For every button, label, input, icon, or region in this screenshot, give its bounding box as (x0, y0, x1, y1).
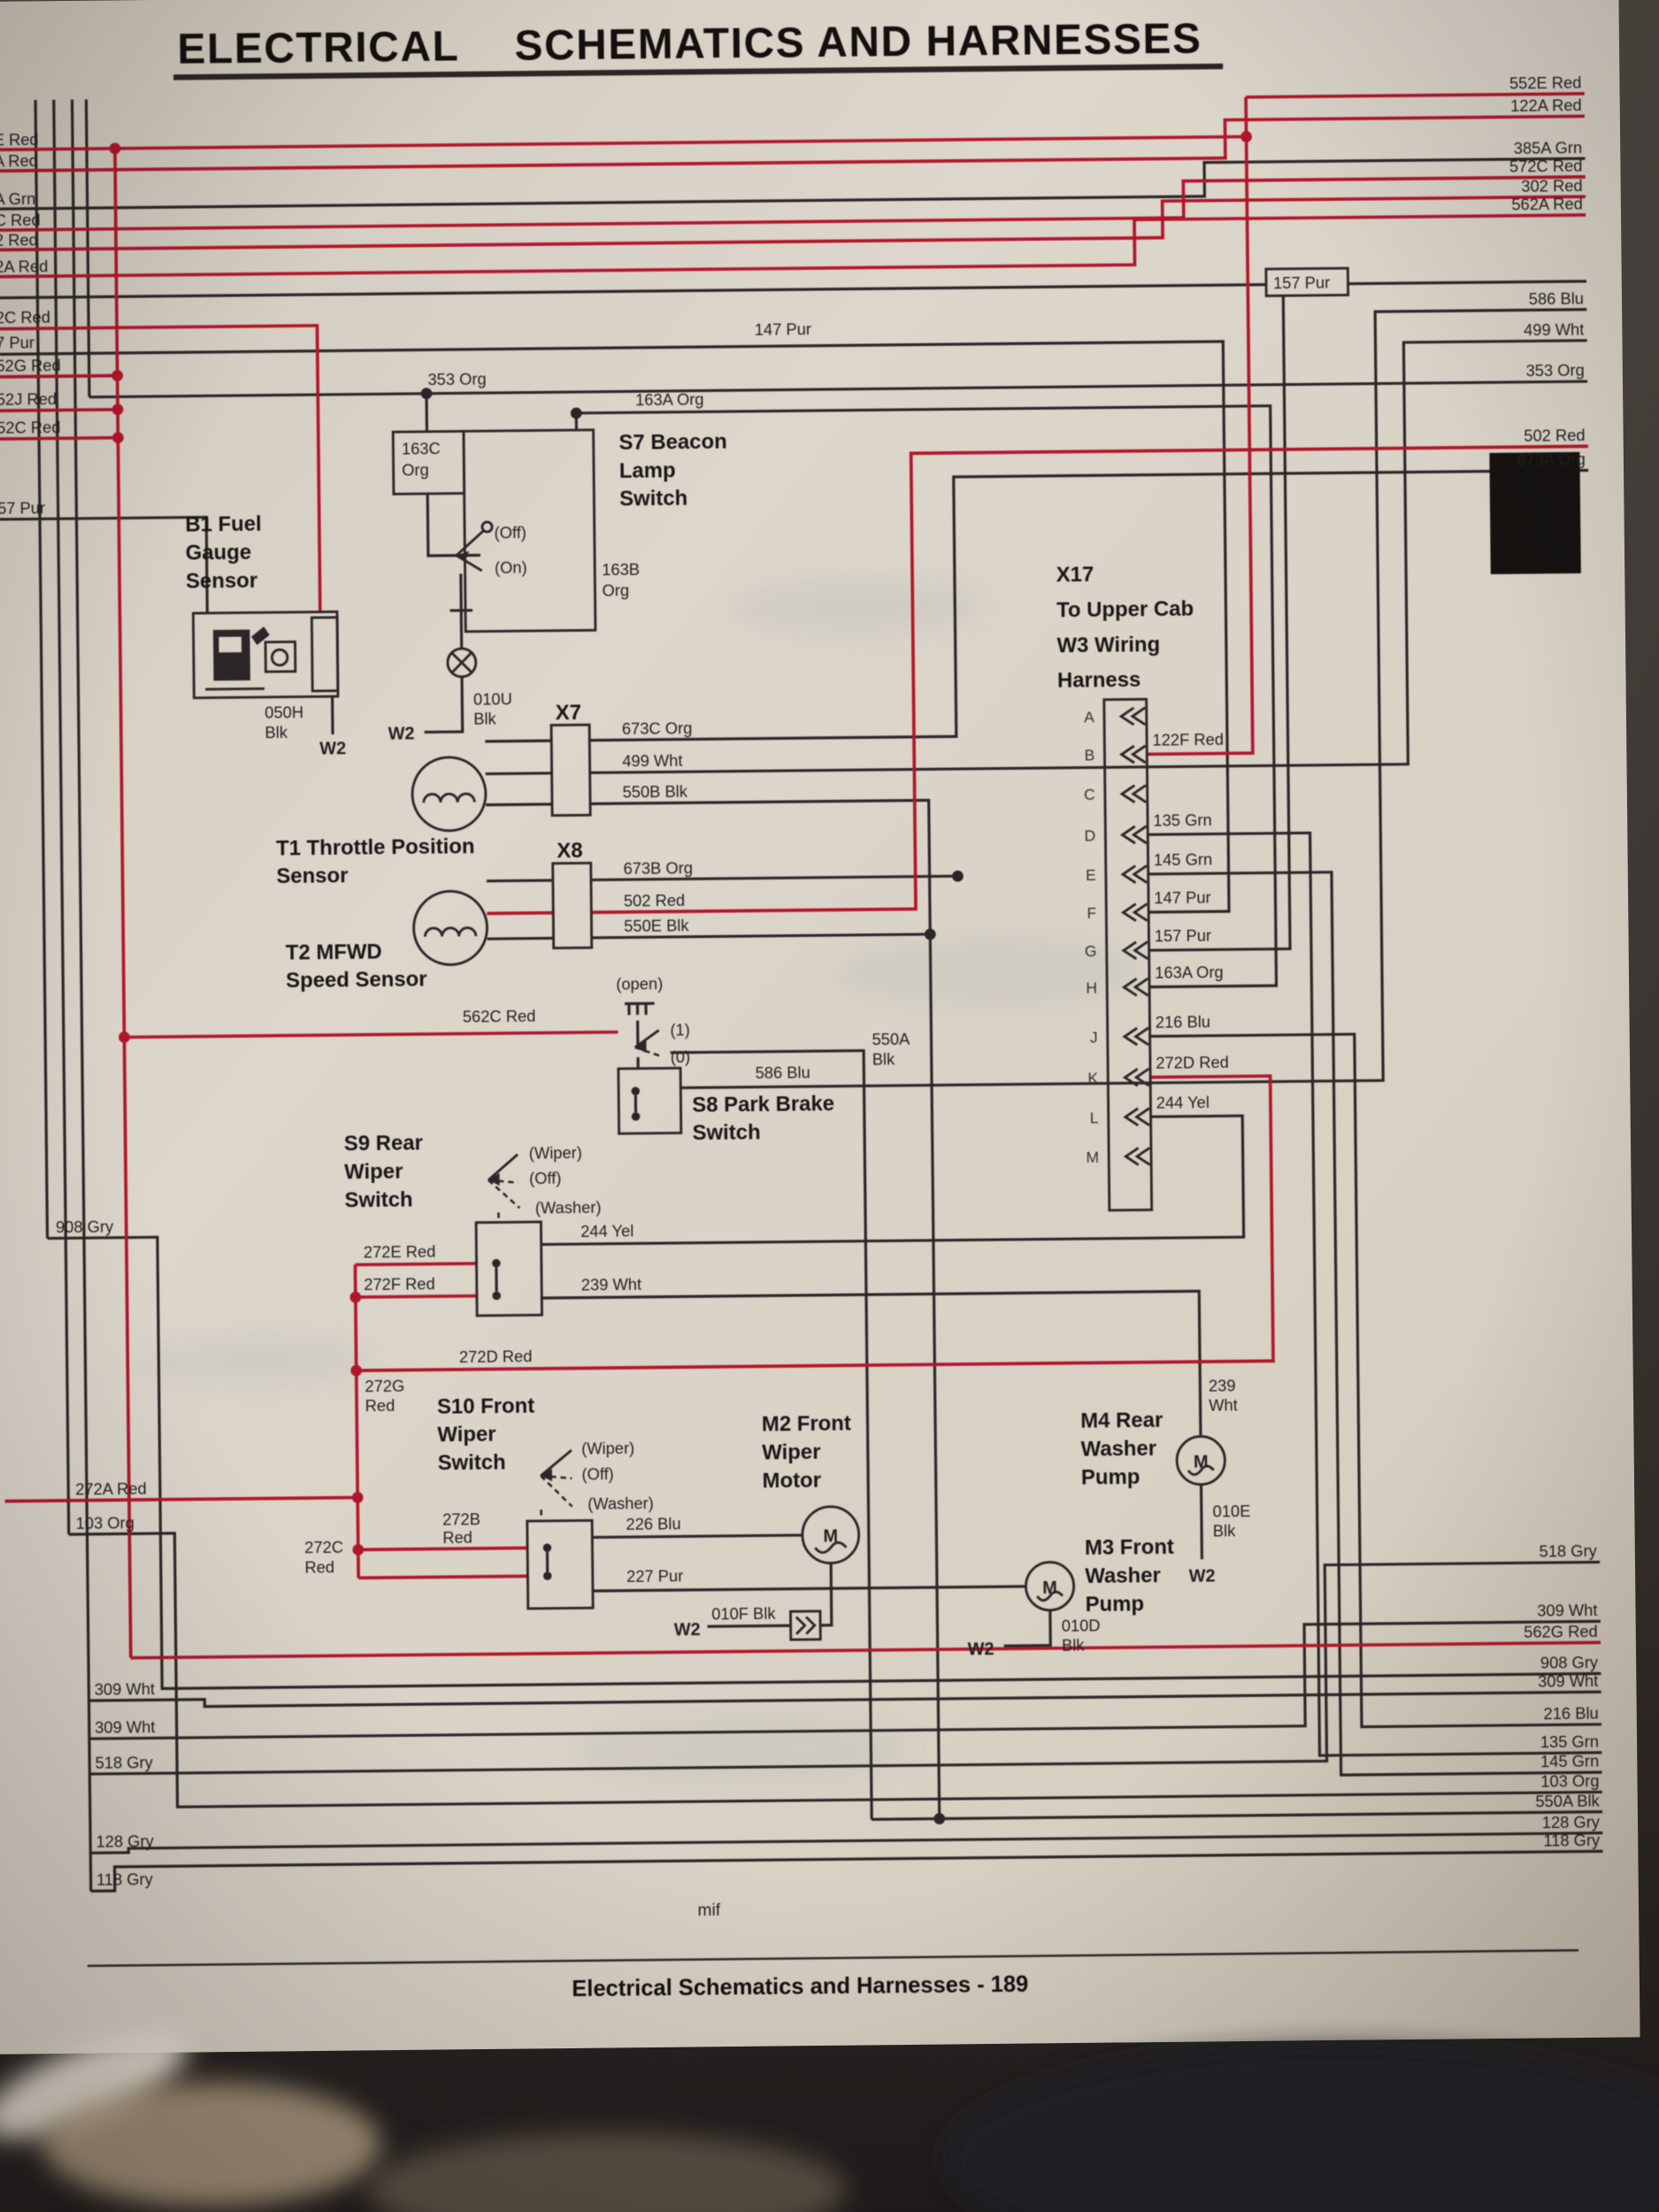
schematic-photo: ELECTRICAL SCHEMATICS AND HARNESSES (0, 0, 1659, 2212)
photo-of-manual-page: ELECTRICAL SCHEMATICS AND HARNESSES (0, 0, 1659, 2212)
photo-vignette (0, 0, 1659, 2212)
